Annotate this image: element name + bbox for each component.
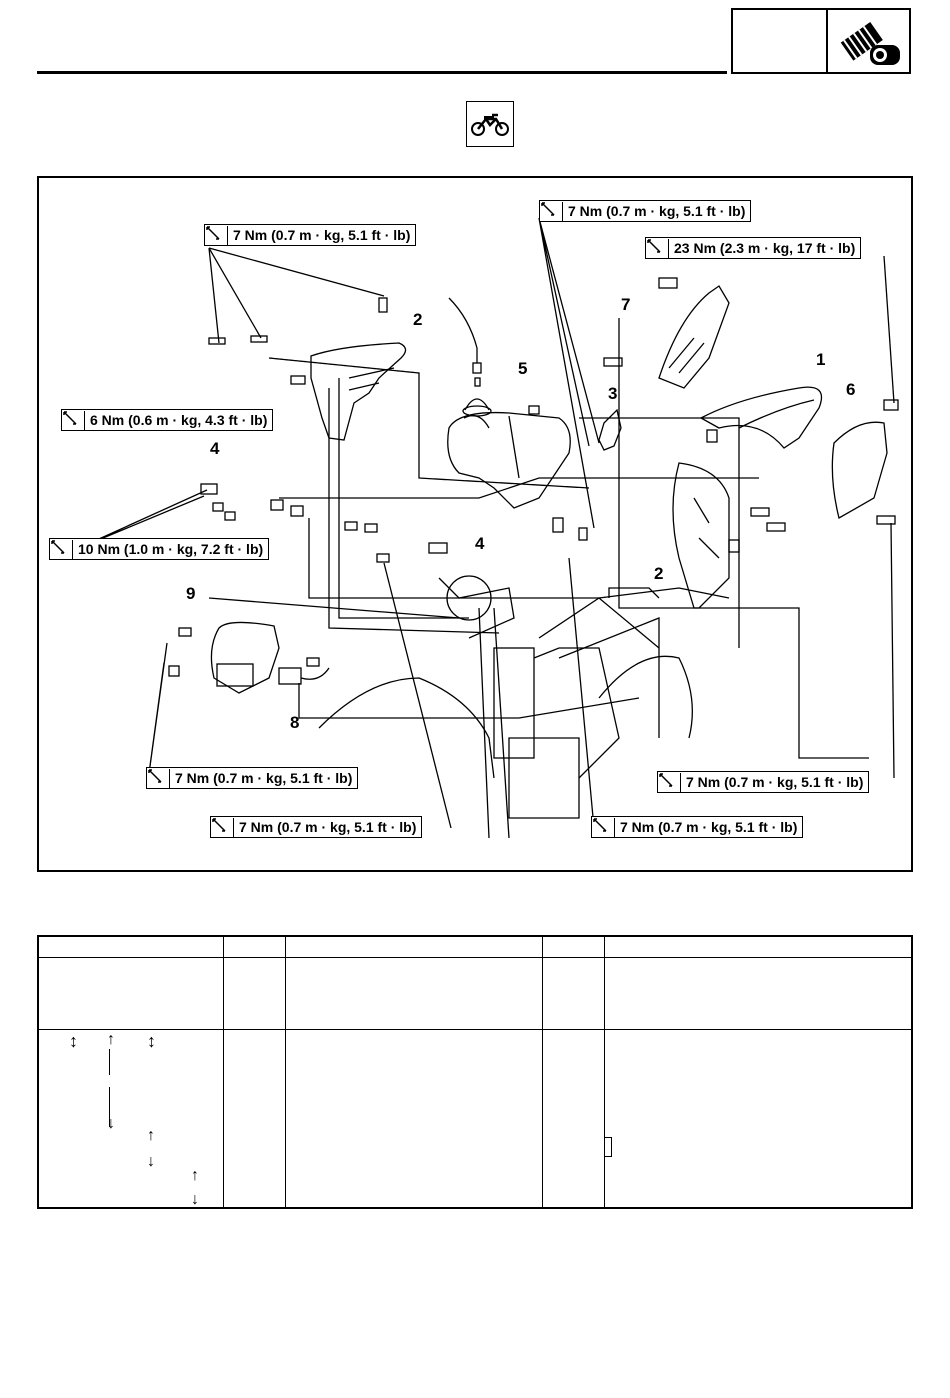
torque-spec: 23 Nm (2.3 m · kg, 17 ft · lb) [645, 237, 862, 259]
step-arrow: ↑ [147, 1127, 155, 1144]
torque-spec: 7 Nm (0.7 m · kg, 5.1 ft · lb) [210, 816, 423, 838]
torque-wrench-icon [211, 817, 234, 837]
callout-4: 4 [210, 439, 220, 458]
step-arrow: ↕ [147, 1031, 156, 1051]
step-arrow: ↓ [191, 1191, 199, 1208]
bracket-mark [605, 1137, 612, 1157]
torque-wrench-icon [658, 772, 681, 792]
parts-drawing [78, 217, 899, 839]
torque-spec: 7 Nm (0.7 m · kg, 5.1 ft · lb) [657, 771, 870, 793]
torque-spec: 7 Nm (0.7 m · kg, 5.1 ft · lb) [539, 200, 752, 222]
step-arrow: ↓ [147, 1153, 155, 1170]
torque-wrench-icon [205, 225, 228, 245]
torque-wrench-icon [592, 817, 615, 837]
step-arrow: ↕ [69, 1031, 78, 1051]
table-divider [542, 937, 543, 1207]
step-arrow: ↓ [107, 1115, 115, 1132]
step-connector [109, 1087, 110, 1127]
torque-spec: 7 Nm (0.7 m · kg, 5.1 ft · lb) [146, 767, 359, 789]
table-divider [223, 937, 224, 1207]
torque-wrench-icon [147, 768, 170, 788]
callout-3: 3 [608, 384, 618, 403]
callout-6: 6 [846, 380, 856, 399]
torque-spec: 7 Nm (0.7 m · kg, 5.1 ft · lb) [591, 816, 804, 838]
torque-wrench-icon [50, 539, 73, 559]
section-tab [731, 8, 911, 74]
table-header-rule [39, 957, 911, 958]
exploded-parts-diagram: 1 2 2 3 4 4 5 6 7 8 9 7 Nm (0.7 m · kg, … [37, 176, 913, 872]
torque-spec: 7 Nm (0.7 m · kg, 5.1 ft · lb) [204, 224, 417, 246]
callout-8: 8 [290, 713, 300, 732]
table-divider [285, 937, 286, 1207]
callout-2: 2 [654, 564, 664, 583]
torque-spec: 6 Nm (0.6 m · kg, 4.3 ft · lb) [61, 409, 274, 431]
torque-wrench-icon [62, 410, 85, 430]
torque-wrench-icon [540, 201, 563, 221]
callout-5: 5 [518, 359, 528, 378]
engine-icon [828, 10, 909, 72]
procedure-table: ↕ ↑ ↕ ↓ ↑ ↓ ↑ ↓ [37, 935, 913, 1209]
motorcycle-icon [466, 101, 514, 147]
table-row-rule [39, 1029, 911, 1030]
step-arrow: ↑ [191, 1167, 199, 1184]
torque-wrench-icon [646, 238, 669, 258]
callout-4: 4 [475, 534, 485, 553]
callout-1: 1 [816, 350, 826, 369]
header-rule [37, 71, 727, 74]
torque-spec: 10 Nm (1.0 m · kg, 7.2 ft · lb) [49, 538, 270, 560]
callout-2: 2 [413, 310, 423, 329]
callout-7: 7 [621, 295, 631, 314]
callout-9: 9 [186, 584, 196, 603]
step-connector [109, 1049, 110, 1075]
step-arrow: ↑ [107, 1031, 115, 1048]
section-tab-blank [733, 10, 828, 72]
table-divider [604, 937, 605, 1207]
